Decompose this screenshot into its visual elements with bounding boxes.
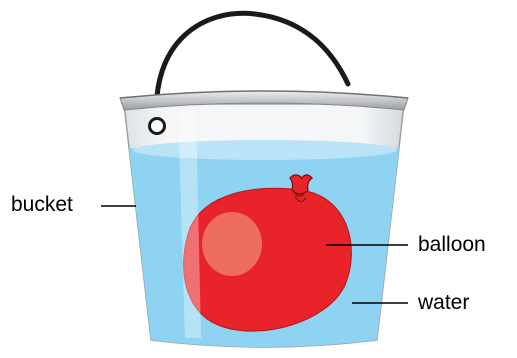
water-label: water [418, 292, 469, 313]
balloon-highlight [202, 212, 262, 276]
water-surface [133, 140, 397, 160]
handle-attachment-ring [150, 119, 165, 134]
balloon-label: balloon [418, 234, 486, 255]
bucket-label: bucket [11, 194, 73, 215]
